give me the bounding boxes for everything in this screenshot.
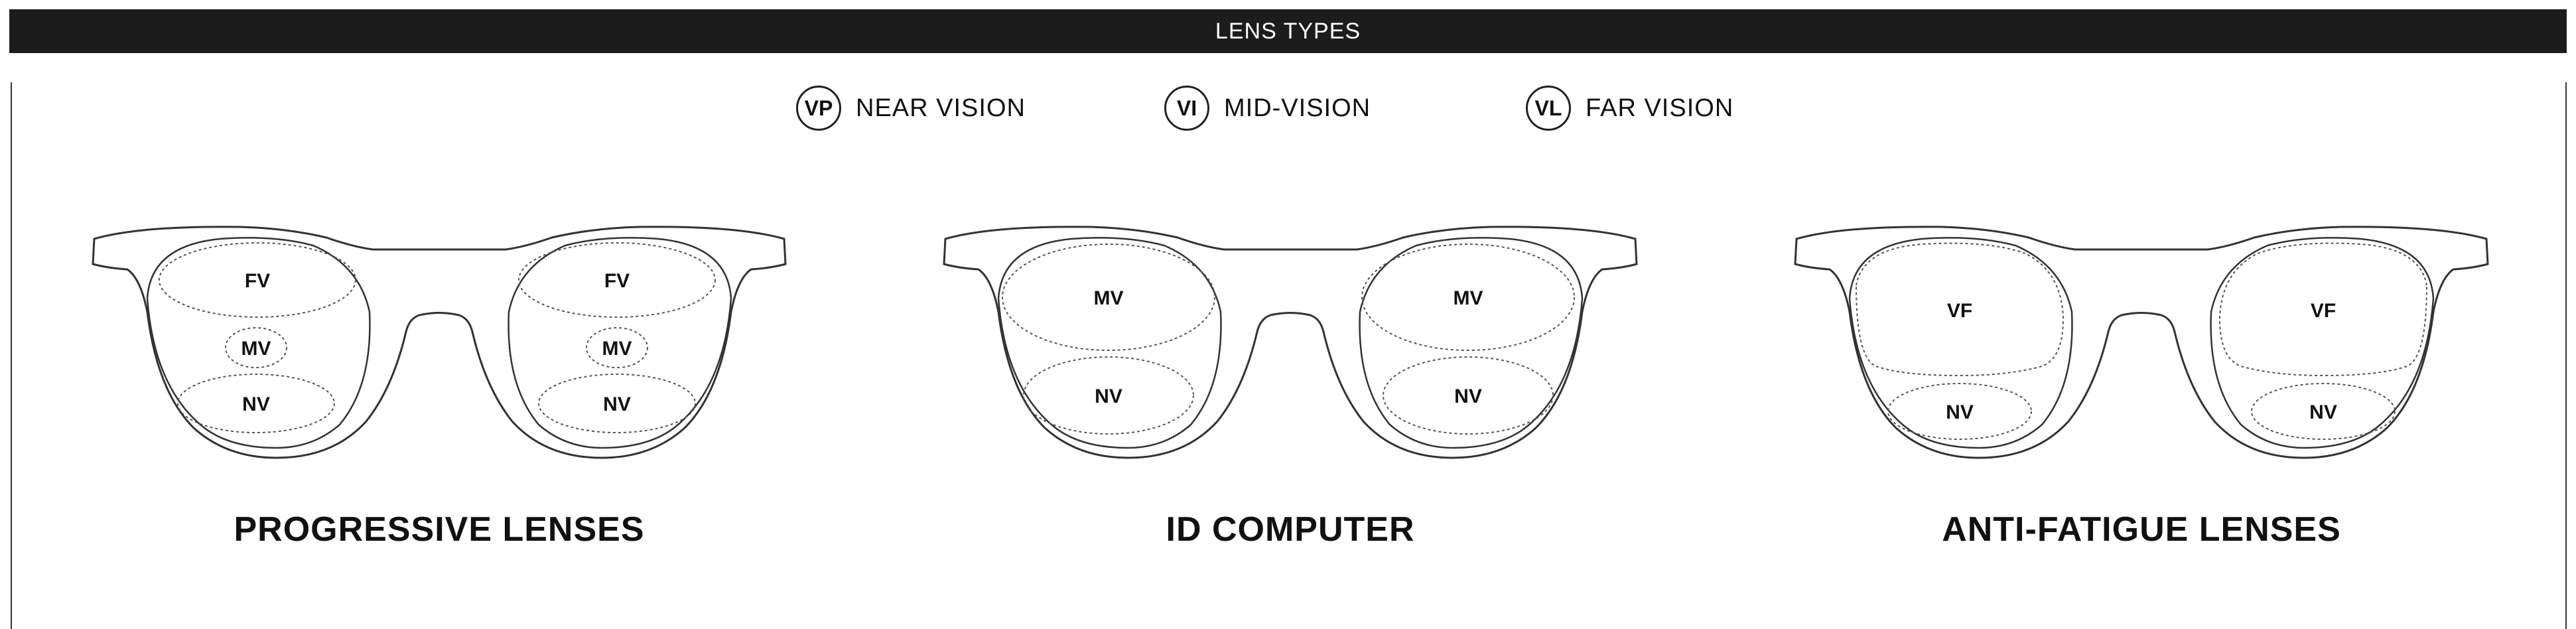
legend-far-vision: VL FAR VISION: [1526, 85, 1733, 131]
frame-outline: [1795, 227, 2488, 458]
glasses-progressive: FV MV NV FV MV NV: [88, 219, 791, 464]
lens-left: [998, 238, 1221, 448]
frame-outline: [944, 227, 1637, 458]
glasses-anti-fatigue: VF NV VF NV: [1790, 219, 2493, 464]
legend-near-vision: VP NEAR VISION: [796, 85, 1026, 131]
zone-label-vf-right: VF: [2311, 300, 2336, 322]
glasses-progressive-illustration: FV MV NV FV MV NV: [88, 219, 791, 464]
legend-badge-vl: VL: [1526, 86, 1571, 131]
zone-label-nv-left: NV: [1946, 401, 1974, 423]
page-title-bar: LENS TYPES: [9, 9, 2567, 53]
zone-label-nv-left: NV: [1095, 385, 1122, 407]
lens-title-anti-fatigue: ANTI-FATIGUE LENSES: [1743, 510, 2540, 549]
zone-label-nv-right: NV: [2309, 401, 2337, 423]
legend-badge-vp: VP: [796, 86, 841, 131]
glasses-anti-fatigue-illustration: VF NV VF NV: [1790, 219, 2493, 464]
legend-label-mid-vision: MID-VISION: [1224, 94, 1371, 123]
zone-label-nv-right: NV: [603, 393, 631, 415]
lens-right: [1360, 238, 1582, 448]
zone-label-mv-right: MV: [602, 338, 632, 360]
page-title: LENS TYPES: [1215, 19, 1361, 44]
legend-label-far-vision: FAR VISION: [1586, 94, 1733, 123]
left-divider: [11, 82, 12, 629]
zone-label-nv-left: NV: [242, 393, 270, 415]
zone-label-vf-left: VF: [1947, 300, 1972, 322]
glasses-id-computer-illustration: MV NV MV NV: [939, 219, 1642, 464]
zone-label-nv-right: NV: [1454, 385, 1482, 407]
right-divider: [2565, 82, 2567, 629]
glasses-id-computer: MV NV MV NV: [939, 219, 1642, 464]
legend-mid-vision: VI MID-VISION: [1164, 85, 1371, 131]
zone-label-mv-left: MV: [1094, 287, 1124, 309]
lens-title-progressive: PROGRESSIVE LENSES: [41, 510, 837, 549]
zone-label-fv-right: FV: [604, 270, 630, 292]
zone-label-mv-left: MV: [241, 338, 271, 360]
zone-label-fv-left: FV: [245, 270, 270, 292]
zone-label-mv-right: MV: [1454, 287, 1483, 309]
lens-title-id-computer: ID COMPUTER: [892, 510, 1688, 549]
legend-label-near-vision: NEAR VISION: [856, 94, 1026, 123]
legend-badge-vi: VI: [1164, 86, 1209, 131]
